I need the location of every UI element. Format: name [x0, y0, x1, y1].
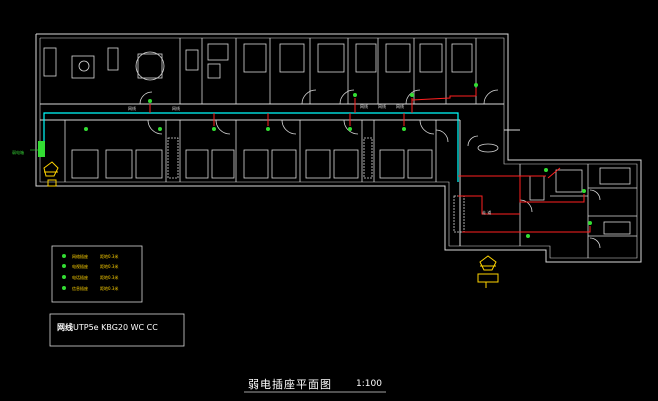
- legend-item-desc: 距地0.3米: [100, 275, 119, 280]
- distribution-box-label: 弱电箱: [12, 150, 24, 155]
- cable-spec-text: UTP5e KBG20 WC CC: [73, 323, 158, 332]
- compass-symbol-left: [43, 161, 59, 187]
- cable-spec-note: 网线UTP5e KBG20 WC CC: [57, 322, 158, 333]
- spec-box: [49, 313, 185, 347]
- bottom-rooms: [64, 119, 449, 182]
- cable-tag-4: 网线: [378, 104, 386, 109]
- network-outlets: [84, 83, 592, 238]
- cable-tag-2: 网线: [172, 106, 180, 111]
- right-wing-rooms: [453, 135, 637, 258]
- cyan-trunk-line: [40, 112, 459, 182]
- building-outline: [35, 33, 642, 263]
- red-cable-runs: [149, 88, 591, 233]
- drawing-title: 弱电插座平面图: [248, 378, 332, 391]
- cable-tag-3: 网线: [360, 104, 368, 109]
- drawing-scale: 1:100: [356, 379, 382, 389]
- legend-item-name: 网络插座: [72, 254, 88, 259]
- top-rooms: [43, 38, 499, 105]
- room-label-corridor: 走 道: [482, 210, 492, 215]
- distribution-box: [30, 141, 45, 157]
- cable-tag-1: 网线: [128, 106, 136, 111]
- compass-symbol-right: [477, 255, 499, 288]
- legend-item-desc: 距地0.3米: [100, 264, 119, 269]
- legend-item-name: 信息插座: [72, 286, 88, 291]
- legend-item-name: 电视插座: [72, 264, 88, 269]
- cable-spec-label: 网线: [57, 323, 73, 332]
- legend-item-name: 电话插座: [72, 275, 88, 280]
- cable-tag-5: 网线: [396, 104, 404, 109]
- legend-item-desc: 距地0.3米: [100, 254, 119, 259]
- legend-box: [51, 245, 143, 303]
- legend-item-desc: 距地0.3米: [100, 286, 119, 291]
